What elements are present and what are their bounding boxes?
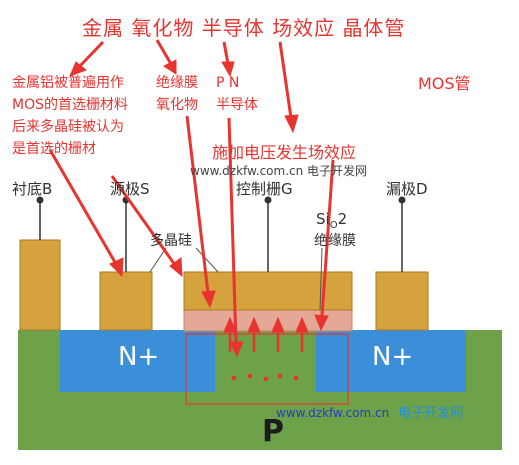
title-oxide: 氧化物 [131,16,195,40]
field-arrows [223,316,309,352]
title-transistor: 晶体管 [342,16,406,40]
insulator-note-line: 绝缘膜 [156,75,198,91]
top-watermark: www.dzkfw.com.cn 电子开发网 [190,164,368,178]
note-line: 金属铝被普遍用作 [12,75,124,91]
p-region-label: P [262,414,284,449]
substrate-terminal-dot [36,196,44,204]
note-line: MOS的首选栅材料 [12,97,128,113]
oxide-note-line: 氧化物 [156,97,198,113]
pn-note: P N 半导体 [216,72,258,116]
title-bar: 金属 氧化物 半导体 场效应 晶体管 [82,12,405,41]
title-field-effect: 场效应 [272,16,336,40]
n-plus-right-label: N+ [372,342,414,372]
substrate-b-label: 衬底B [12,180,53,198]
note-line: 后来多晶硅被认为 [12,119,124,135]
drain-contact [375,271,429,331]
sio2-insulating-layer [183,308,353,332]
gate-terminal-dot [264,196,272,204]
n-plus-right-region [316,330,466,392]
drain-d-label: 漏极D [386,180,428,198]
source-s-label: 源极S [110,180,150,198]
substrate-contact [19,239,61,331]
annotation-arrows [48,39,335,358]
insulating-film-label: 绝缘膜 [314,233,356,249]
title-semiconductor: 半导体 [201,16,265,40]
polysilicon-pointer-left [149,247,167,273]
title-metal: 金属 [82,16,124,40]
channel-highlight-box [185,333,349,405]
polysilicon-pointer-right [195,247,219,273]
mos-label: MOS管 [418,74,471,93]
pn-label: P N [216,75,240,91]
sio2-label: SiO2 [316,210,347,231]
source-contact [99,271,153,331]
sio2-base: Si [316,210,330,228]
sio2-sub: O [329,220,338,231]
aluminum-gate-note: 金属铝被普遍用作 MOS的首选栅材料 后来多晶硅被认为 是首选的栅材 [12,72,128,160]
n-plus-left-label: N+ [118,342,160,372]
insulator-note: 绝缘膜 氧化物 [156,72,198,116]
channel-charge-dots [231,373,299,382]
gate-g-label: 控制栅G [236,180,293,198]
n-plus-left-region [60,330,215,392]
drain-terminal-dot [398,196,406,204]
bottom-watermark-url: www.dzkfw.com.cn [276,406,390,420]
bottom-watermark-name: 电子开发网 [398,406,464,421]
note-line: 是首选的栅材 [12,141,96,157]
sio2-pointer [319,247,323,311]
polysilicon-label: 多晶硅 [150,233,192,249]
bottom-watermark: www.dzkfw.com.cn 电子开发网 [276,402,463,421]
voltage-field-effect-note: 施加电压发生场效应 [212,143,357,162]
sio2-tail: 2 [337,210,348,228]
semiconductor-label: 半导体 [216,97,258,113]
